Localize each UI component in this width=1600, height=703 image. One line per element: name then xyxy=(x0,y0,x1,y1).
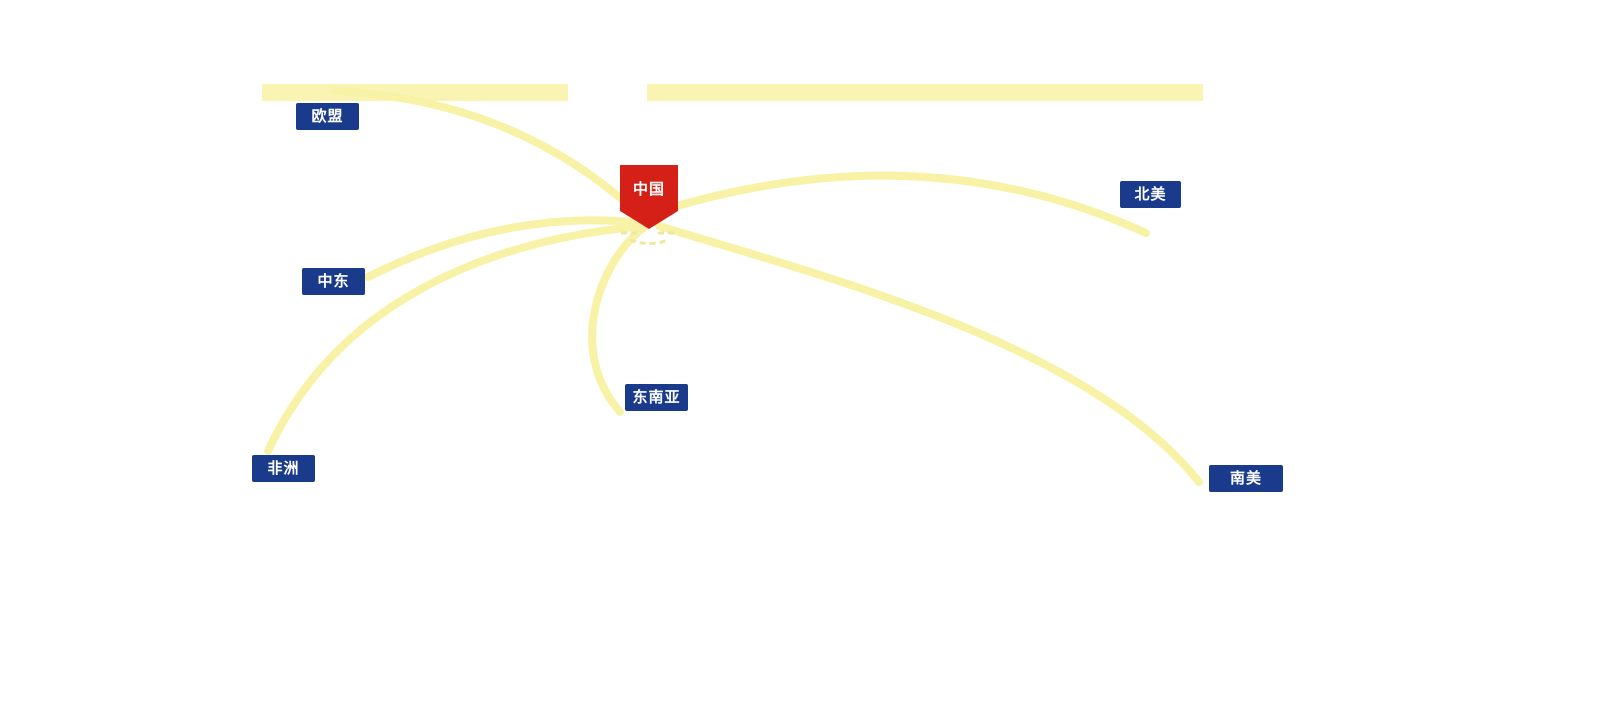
route-africa xyxy=(264,222,650,455)
region-label-north-america: 北美 xyxy=(1120,181,1181,208)
route-north-america xyxy=(653,171,1150,237)
route-southeast-asia xyxy=(588,225,646,416)
region-label-middle-east: 中东 xyxy=(302,268,365,295)
region-label-south-america: 南美 xyxy=(1209,465,1283,492)
hub-pin-china: 中国 xyxy=(620,165,678,211)
route-eu xyxy=(332,87,650,225)
route-south-america xyxy=(655,222,1203,486)
hub-ripple-arc xyxy=(629,238,669,245)
region-label-eu: 欧盟 xyxy=(296,103,359,130)
region-label-africa: 非洲 xyxy=(252,455,315,482)
top-bar-right-segment xyxy=(647,84,1203,101)
region-label-southeast-asia: 东南亚 xyxy=(625,384,688,411)
route-middle-east xyxy=(364,216,647,281)
hub-label: 中国 xyxy=(632,180,665,198)
